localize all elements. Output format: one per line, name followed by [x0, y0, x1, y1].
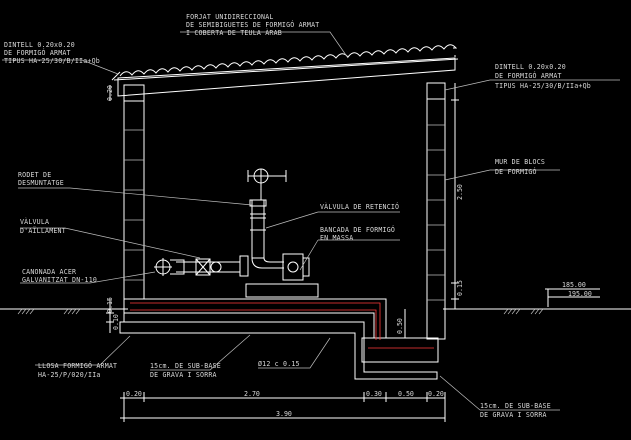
lintel-left — [123, 84, 145, 102]
label-forjat: FORJAT UNIDIRECCIONAL DE SEMIBIGUETES DE… — [186, 13, 319, 37]
leader-lines — [2, 31, 620, 411]
svg-text:HA-25/P/020/IIa: HA-25/P/020/IIa — [38, 371, 101, 379]
level-upper: 185.00 — [562, 281, 586, 289]
svg-text:TIPUS HA-25/30/B/IIa+Qb: TIPUS HA-25/30/B/IIa+Qb — [4, 57, 100, 65]
dim-lintel-0-20: 0.20 — [106, 85, 114, 101]
dim-mid-0-50: 0.50 — [398, 390, 414, 398]
label-subbase-left: 15cm. DE SUB-BASE DE GRAVA I SORRA — [150, 362, 221, 379]
svg-text:LLOSA FORMIGÓ ARMAT: LLOSA FORMIGÓ ARMAT — [38, 361, 117, 370]
pump-plinth — [245, 283, 319, 298]
dim-mid-0-30: 0.30 — [366, 390, 382, 398]
dim-left-0-10: 0.10 — [112, 314, 120, 330]
wall-right — [426, 98, 446, 340]
svg-text:DINTELL 0.20x0.20: DINTELL 0.20x0.20 — [4, 41, 75, 49]
svg-text:DE GRAVA I SORRA: DE GRAVA I SORRA — [150, 371, 217, 379]
svg-text:DINTELL 0.20x0.20: DINTELL 0.20x0.20 — [495, 63, 566, 71]
label-armat: Ø12 c 0.15 — [258, 360, 300, 368]
dim-span-2-70: 2.70 — [244, 390, 260, 398]
label-valvula-retencio: VÀLVULA DE RETENCIÓ — [320, 202, 399, 211]
reinforcement — [130, 302, 434, 349]
svg-text:CANONADA ACER: CANONADA ACER — [22, 268, 76, 276]
svg-text:DESMUNTATGE: DESMUNTATGE — [18, 179, 64, 187]
ground-line — [0, 308, 631, 315]
label-valvula-aillament: VÀLVULA D'AÏLLAMENT — [20, 217, 66, 235]
svg-text:DE FORMIGÓ ARMAT: DE FORMIGÓ ARMAT — [4, 48, 71, 57]
wall-joints — [124, 124, 445, 301]
label-dintell-left: DINTELL 0.20x0.20 DE FORMIGÓ ARMAT TIPUS… — [4, 41, 100, 65]
svg-text:FORJAT UNIDIRECCIONAL: FORJAT UNIDIRECCIONAL — [186, 13, 274, 21]
dim-right-0-20: 0.20 — [428, 390, 444, 398]
pipe-assembly — [154, 168, 310, 281]
dim-pit-0-50: 0.50 — [396, 318, 404, 334]
svg-text:TIPUS HA-25/30/B/IIa+Qb: TIPUS HA-25/30/B/IIa+Qb — [495, 82, 591, 90]
svg-text:I COBERTA DE TEULA ÀRAB: I COBERTA DE TEULA ÀRAB — [186, 28, 282, 37]
dim-right-0-15: 0.15 — [456, 280, 464, 296]
floor-slab — [119, 298, 439, 380]
svg-text:D'AÏLLAMENT: D'AÏLLAMENT — [20, 226, 66, 235]
svg-text:DE SEMIBIGUETES DE FORMIGÓ ARM: DE SEMIBIGUETES DE FORMIGÓ ARMAT — [186, 20, 319, 29]
roof — [111, 44, 459, 97]
label-rodet: RODET DE DESMUNTATGE — [18, 171, 64, 187]
svg-text:RODET DE: RODET DE — [18, 171, 51, 179]
svg-text:MUR DE BLOCS: MUR DE BLOCS — [495, 158, 545, 166]
label-dintell-right: DINTELL 0.20x0.20 DE FORMIGÓ ARMAT TIPUS… — [495, 63, 591, 90]
svg-text:EN MASSA: EN MASSA — [320, 234, 353, 242]
wall-left — [123, 100, 145, 300]
level-markers — [545, 288, 600, 307]
svg-text:DE FORMIGÓ: DE FORMIGÓ — [495, 167, 537, 176]
dim-height-2-50: 2.50 — [456, 184, 464, 200]
label-subbase-right: 15cm. DE SUB-BASE DE GRAVA I SORRA — [480, 402, 551, 419]
svg-text:15cm. DE SUB-BASE: 15cm. DE SUB-BASE — [150, 362, 221, 370]
label-canonada: CANONADA ACER GALVANITZAT DN-110 — [22, 268, 97, 284]
label-bancada: BANCADA DE FORMIGÓ EN MASSA — [320, 225, 395, 242]
svg-text:15cm. DE SUB-BASE: 15cm. DE SUB-BASE — [480, 402, 551, 410]
label-mur: MUR DE BLOCS DE FORMIGÓ — [495, 158, 545, 176]
label-llosa: LLOSA FORMIGÓ ARMAT HA-25/P/020/IIa — [38, 361, 117, 379]
svg-text:VÀLVULA: VÀLVULA — [20, 217, 49, 226]
dimension-lines — [106, 83, 459, 422]
svg-text:GALVANITZAT DN-110: GALVANITZAT DN-110 — [22, 276, 97, 284]
svg-text:BANCADA DE FORMIGÓ: BANCADA DE FORMIGÓ — [320, 225, 395, 234]
svg-text:DE GRAVA I SORRA: DE GRAVA I SORRA — [480, 411, 547, 419]
lintel-right — [426, 82, 446, 100]
dim-left-0-15: 0.15 — [106, 297, 114, 313]
level-lower: 195.00 — [568, 290, 592, 298]
svg-text:DE FORMIGÓ ARMAT: DE FORMIGÓ ARMAT — [495, 71, 562, 80]
dim-left-0-20: 0.20 — [126, 390, 142, 398]
dim-total-3-90: 3.90 — [276, 410, 292, 418]
